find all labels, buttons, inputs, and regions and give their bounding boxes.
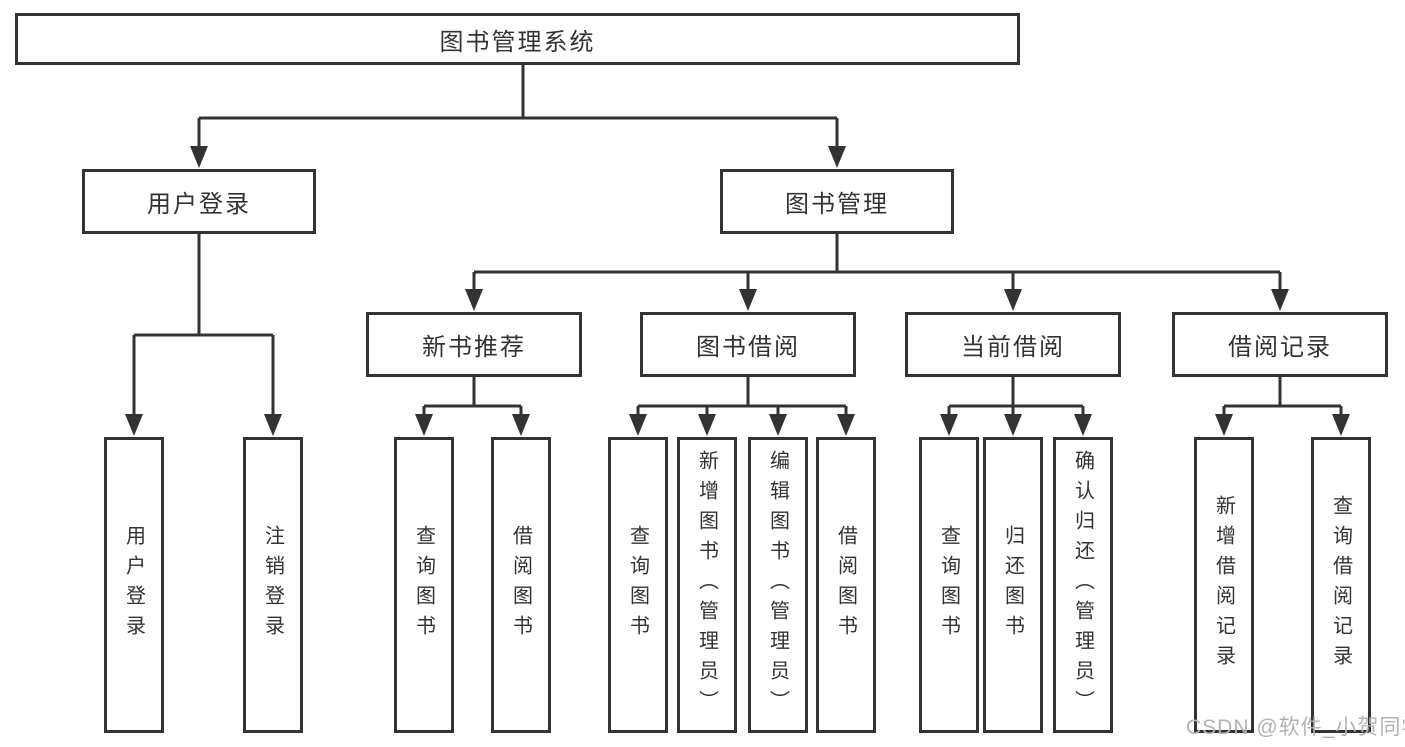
leaf-bb-edit-book-admin: 编辑图书（管理员）: [748, 437, 808, 733]
leaf-bb-borrow-books: 借阅图书: [816, 437, 876, 733]
leaf-user-login: 用户登录: [104, 437, 164, 733]
leaf-cb-return-books: 归还图书: [983, 437, 1043, 733]
leaf-bb-query-books: 查询图书: [608, 437, 668, 733]
leaf-bb-add-book-admin: 新增图书（管理员）: [677, 437, 737, 733]
watermark: CSDN @软件_小贺同学: [1186, 716, 1405, 739]
node-user-login: 用户登录: [82, 169, 316, 234]
node-new-book-recommend: 新书推荐: [366, 312, 582, 377]
node-current-borrow: 当前借阅: [905, 312, 1121, 377]
node-borrow-record: 借阅记录: [1172, 312, 1388, 377]
leaf-nbr-query-books: 查询图书: [394, 437, 454, 733]
leaf-br-query-record: 查询借阅记录: [1311, 437, 1371, 733]
leaf-cb-confirm-return-admin: 确认归还（管理员）: [1053, 437, 1113, 733]
leaf-nbr-borrow-books: 借阅图书: [491, 437, 551, 733]
node-book-borrow: 图书借阅: [640, 312, 856, 377]
leaf-cb-query-books: 查询图书: [919, 437, 979, 733]
root-node-library-system: 图书管理系统: [15, 13, 1020, 65]
node-book-management: 图书管理: [720, 169, 954, 234]
arrowhead-icons: [125, 146, 1350, 436]
leaf-logout: 注销登录: [243, 437, 303, 733]
leaf-br-add-record: 新增借阅记录: [1194, 437, 1254, 733]
